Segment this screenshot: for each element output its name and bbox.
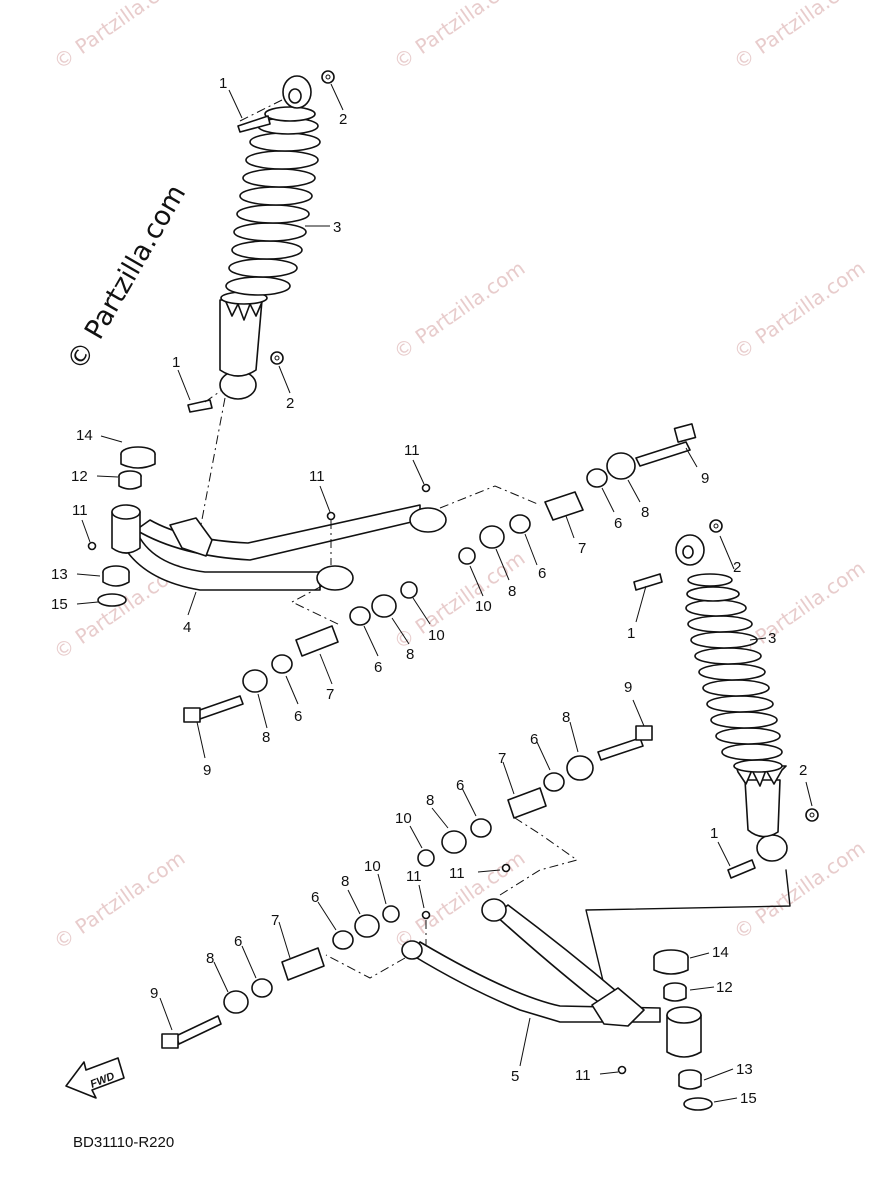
callout-14: 14 <box>712 944 729 961</box>
callout-6: 6 <box>530 731 538 748</box>
watermark: © Partzilla.com <box>729 256 869 364</box>
callout-7: 7 <box>578 540 586 557</box>
callout-6: 6 <box>456 777 464 794</box>
callout-12: 12 <box>716 979 733 996</box>
callout-15: 15 <box>740 1090 757 1107</box>
callout-11: 11 <box>449 865 465 882</box>
callout-8: 8 <box>508 583 516 600</box>
callout-11: 11 <box>404 442 420 459</box>
callout-11: 11 <box>575 1067 591 1084</box>
callout-9: 9 <box>150 985 158 1002</box>
callout-6: 6 <box>234 933 242 950</box>
callout-1: 1 <box>627 625 635 642</box>
callout-13: 13 <box>51 566 68 583</box>
a-arm-lower <box>325 817 713 1111</box>
diagram-code: BD31110-R220 <box>73 1134 174 1151</box>
callout-6: 6 <box>311 889 319 906</box>
callout-2: 2 <box>733 559 741 576</box>
callout-9: 9 <box>203 762 211 779</box>
callout-6: 6 <box>614 515 622 532</box>
bushing-stack-lower-left <box>161 905 400 1049</box>
callout-4: 4 <box>183 619 191 636</box>
callout-9: 9 <box>624 679 632 696</box>
callout-8: 8 <box>341 873 349 890</box>
watermark-main: © Partzilla.com <box>61 180 192 376</box>
callout-7: 7 <box>326 686 334 703</box>
watermark: © Partzilla.com <box>49 846 189 954</box>
bushing-stack-upper-left <box>183 581 418 723</box>
watermark: © Partzilla.com <box>729 836 869 944</box>
callout-10: 10 <box>475 598 492 615</box>
bushing-stack-lower-right <box>417 725 653 867</box>
callout-7: 7 <box>271 912 279 929</box>
callout-2: 2 <box>799 762 807 779</box>
callout-10: 10 <box>395 810 412 827</box>
callout-2: 2 <box>339 111 347 128</box>
watermark: © Partzilla.com <box>389 546 529 654</box>
callout-14: 14 <box>76 427 93 444</box>
callout-1: 1 <box>710 825 718 842</box>
callout-11: 11 <box>406 868 422 885</box>
callout-10: 10 <box>364 858 381 875</box>
callout-8: 8 <box>262 729 270 746</box>
callout-6: 6 <box>294 708 302 725</box>
watermark: © Partzilla.com <box>729 0 869 74</box>
watermark: © Partzilla.com <box>729 556 869 664</box>
callout-13: 13 <box>736 1061 753 1078</box>
watermark: © Partzilla.com <box>389 256 529 364</box>
leader-lines <box>76 83 813 1103</box>
callout-11: 11 <box>72 502 88 519</box>
shock-absorber-lower <box>585 519 819 986</box>
callout-5: 5 <box>511 1068 519 1085</box>
callout-3: 3 <box>333 219 341 236</box>
watermark: © Partzilla.com <box>389 846 529 954</box>
callout-3: 3 <box>768 630 776 647</box>
callout-11: 11 <box>309 468 325 485</box>
watermark: © Partzilla.com <box>389 0 529 74</box>
callout-8: 8 <box>206 950 214 967</box>
callout-8: 8 <box>426 792 434 809</box>
callout-1: 1 <box>172 354 180 371</box>
callout-labels: 1 2 3 1 2 14 12 11 13 15 4 11 11 9 8 6 7… <box>51 75 807 1107</box>
callout-9: 9 <box>701 470 709 487</box>
shock-absorber-upper <box>187 70 335 531</box>
callout-2: 2 <box>286 395 294 412</box>
watermark: © Partzilla.com <box>49 0 189 74</box>
callout-8: 8 <box>562 709 570 726</box>
callout-8: 8 <box>406 646 414 663</box>
callout-7: 7 <box>498 750 506 767</box>
callout-8: 8 <box>641 504 649 521</box>
callout-1: 1 <box>219 75 227 92</box>
callout-6: 6 <box>538 565 546 582</box>
bushing-stack-upper-right <box>458 423 697 565</box>
watermark-layer: © Partzilla.com © Partzilla.com © Partzi… <box>49 0 869 954</box>
fwd-arrow: FWD <box>65 1057 125 1099</box>
callout-6: 6 <box>374 659 382 676</box>
a-arm-upper <box>87 446 541 626</box>
callout-10: 10 <box>428 627 445 644</box>
callout-12: 12 <box>71 468 88 485</box>
callout-15: 15 <box>51 596 68 613</box>
